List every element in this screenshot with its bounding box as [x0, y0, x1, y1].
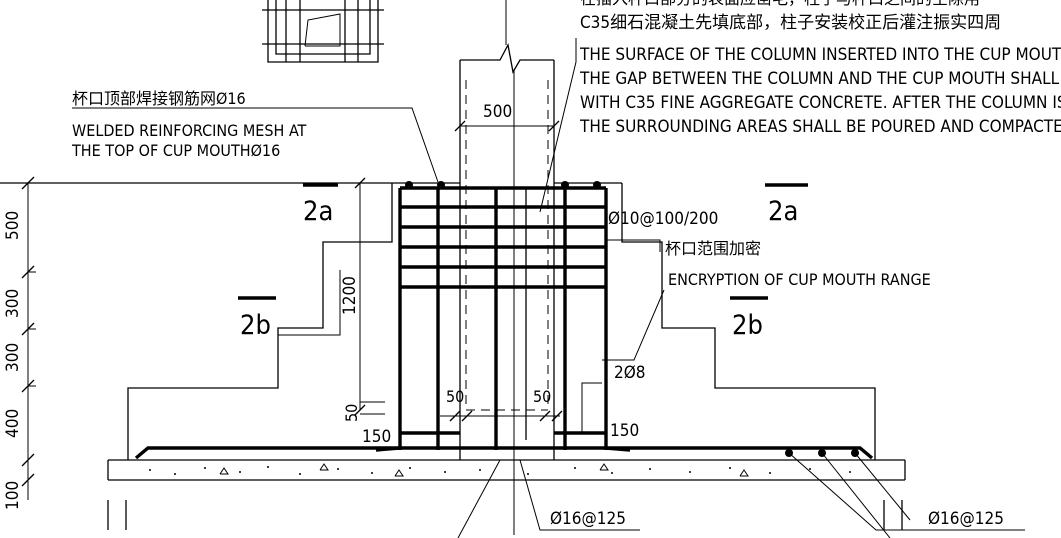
bottom-bar-left-label: Ø16@125	[550, 509, 626, 529]
dim-stack-3: 300	[3, 343, 23, 372]
dimension-lines	[21, 120, 903, 530]
dim-stack-5: 100	[3, 481, 23, 510]
dimension-text: 500 1200 50 50 50 150 150 500 300 300 40…	[3, 102, 639, 510]
mesh-label-cn: 杯口顶部焊接钢筋网Ø16	[72, 89, 246, 108]
stirrup-spec: Ø10@100/200	[608, 209, 718, 229]
dim-stack-4: 400	[3, 409, 23, 438]
note-en-2: THE GAP BETWEEN THE COLUMN AND THE CUP M…	[579, 69, 1061, 89]
encrypt-label-cn: 杯口范围加密	[665, 239, 761, 258]
dim-stack-1: 500	[3, 211, 23, 240]
section-symbols: 2a 2a 2b 2b	[238, 183, 808, 341]
note-cn-1: 在插入杯口部分的表面应凿毛，柱子与杯口之间的空隙用	[580, 0, 980, 8]
dim-cup-depth: 1200	[340, 276, 360, 315]
section-2a-left: 2a	[303, 196, 333, 227]
leader-lines	[72, 38, 1025, 538]
dim-edge-left: 150	[362, 427, 391, 447]
bedding-hatch	[149, 463, 851, 477]
section-2b-right: 2b	[732, 310, 763, 341]
dim-stack-2: 300	[3, 289, 23, 318]
section-2b-left: 2b	[240, 310, 271, 341]
mesh-bar-dot	[405, 181, 413, 189]
dim-gap-vertical: 50	[342, 404, 361, 422]
mesh-bar-dot	[437, 181, 445, 189]
dim-gap-left: 50	[446, 387, 464, 406]
dim-gap-right: 50	[533, 387, 551, 406]
mesh-bar-dot	[593, 181, 601, 189]
encrypt-label-en: ENCRYPTION OF CUP MOUTH RANGE	[668, 270, 931, 289]
note-cn-2: C35细石混凝土先填底部，柱子安装校正后灌注振实四周	[580, 13, 1001, 33]
top-notes: 在插入杯口部分的表面应凿毛，柱子与杯口之间的空隙用 C35细石混凝土先填底部，柱…	[579, 0, 1061, 137]
section-2a-right: 2a	[768, 196, 798, 227]
bottom-bar-right-label: Ø16@125	[928, 509, 1004, 529]
foundation-outline	[0, 182, 906, 481]
dim-edge-right: 150	[610, 421, 639, 441]
mesh-labels: 杯口顶部焊接钢筋网Ø16 WELDED REINFORCING MESH AT …	[71, 89, 307, 160]
column-section-symbol	[262, 0, 384, 63]
note-en-4: THE SURROUNDING AREAS SHALL BE POURED AN…	[579, 117, 1061, 137]
mesh-label-en-2: THE TOP OF CUP MOUTHØ16	[71, 141, 280, 160]
note-en-3: WITH C35 FINE AGGREGATE CONCRETE. AFTER …	[580, 93, 1061, 113]
bar-labels: 2Ø8 Ø16@125 Ø16@125	[550, 363, 1004, 529]
dim-column-width: 500	[483, 102, 512, 122]
bar-2d8-label: 2Ø8	[614, 363, 646, 383]
reinforcement	[134, 181, 874, 460]
mesh-label-en-1: WELDED REINFORCING MESH AT	[72, 121, 307, 140]
mesh-bar-dot	[561, 181, 569, 189]
stirrup-labels: Ø10@100/200 杯口范围加密 ENCRYPTION OF CUP MOU…	[608, 209, 931, 289]
note-en-1: THE SURFACE OF THE COLUMN INSERTED INTO …	[579, 45, 1061, 65]
